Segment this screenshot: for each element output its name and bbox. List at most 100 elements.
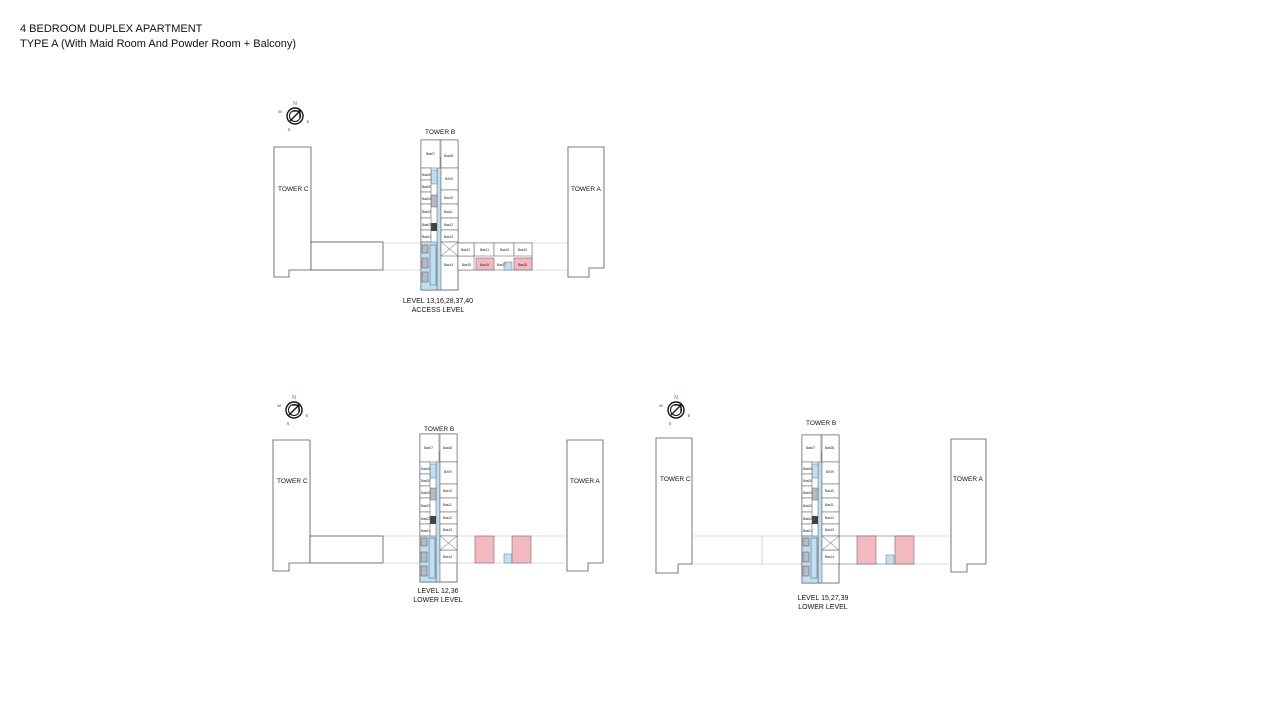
tower-c-outline <box>655 437 693 574</box>
compass-east: E <box>688 413 691 418</box>
unit-label: Bas04 <box>803 491 812 495</box>
compass-icon: N E S W <box>278 101 310 132</box>
lower-level-plan-12-36: N E S W <box>0 380 640 620</box>
unit-label: Bas07 <box>424 446 433 450</box>
unit-label: Bas21 <box>480 248 489 252</box>
core-strip <box>817 451 823 584</box>
unit-label: Bas08 <box>443 446 452 450</box>
unit-label: Bas05 <box>421 479 430 483</box>
unit-labels-right: Bas08 BX09 Bas10 Bas11 Bas12 Bas13 <box>444 154 453 239</box>
tower-c-outline <box>273 146 312 278</box>
unit-label: Bas05 <box>803 479 812 483</box>
unit-label: Bas02 <box>421 517 430 521</box>
unit-label: Bas08 <box>825 446 834 450</box>
tower-a-label: TOWER A <box>570 478 600 485</box>
unit-label: Bas17 <box>497 263 506 267</box>
dark-shaft <box>812 516 818 524</box>
access-level-plan: N E S W <box>0 0 1280 330</box>
unit-label: Bas02 <box>422 223 431 227</box>
compass-west: W <box>278 109 282 114</box>
page-header: 4 BEDROOM DUPLEX APARTMENT TYPE A (With … <box>20 22 296 52</box>
lower-level-plan-15-27-39: N E S W <box>640 380 1280 620</box>
level-caption: LEVEL 13,16,28,37,40 ACCESS LEVEL <box>388 297 488 315</box>
tower-a-outline <box>566 439 604 572</box>
unit-label: Bas04 <box>421 491 430 495</box>
compass-east: E <box>307 119 310 124</box>
tower-c-label: TOWER C <box>660 476 691 483</box>
core-strip <box>436 157 442 291</box>
unit-labels-wing: Bas22 Bas21 Bas20 Bas19 Bas14 Bas15 Bas1… <box>444 248 527 267</box>
tower-b-label: TOWER B <box>425 129 456 136</box>
core-strip <box>435 451 441 583</box>
level-type: ACCESS LEVEL <box>411 307 465 314</box>
tower-c-label: TOWER C <box>278 186 309 193</box>
unit-label: BX09 <box>444 470 452 474</box>
unit-label: Bas11 <box>825 503 834 507</box>
unit-label: Bas19 <box>518 248 527 252</box>
tower-c-label: TOWER C <box>277 478 308 485</box>
dark-shaft <box>431 223 437 231</box>
compass-north: N <box>674 395 678 401</box>
compass-icon: N E S W <box>659 395 691 426</box>
unit-label: Bas13 <box>443 528 452 532</box>
unit-label: Bas15 <box>462 263 471 267</box>
unit-labels-left: Bas07 Bas06 Bas05 Bas04 Bas03 Bas02 Bas0… <box>422 152 435 239</box>
left-corridor <box>309 535 384 564</box>
unit-label: Bas18 <box>518 263 527 267</box>
level-numbers: LEVEL 13,16,28,37,40 <box>402 298 474 305</box>
highlight-unit-right <box>511 535 532 564</box>
access-level-drawing: N E S W <box>273 101 605 291</box>
unit-label: Bas02 <box>803 517 812 521</box>
level-caption: LEVEL 12,36 LOWER LEVEL <box>388 587 488 605</box>
compass-north: N <box>292 395 296 401</box>
unit-label: Bas16 <box>480 263 489 267</box>
unit-label: Bas11 <box>443 503 452 507</box>
unit-label: Bas05 <box>422 185 431 189</box>
tower-b-label: TOWER B <box>806 420 837 427</box>
tower-a-label: TOWER A <box>953 476 983 483</box>
left-corridor <box>310 241 384 271</box>
level-numbers: LEVEL 15,27,39 <box>797 595 849 602</box>
unit-labels-right: Bas08 BX09 Bas10 Bas11 Bas12 Bas13 Bas14 <box>825 446 834 559</box>
highlight-unit-bas18 <box>513 257 533 271</box>
unit-labels-left: Bas07 Bas06 Bas05 Bas04 Bas03 Bas02 Bas0… <box>421 446 433 533</box>
unit-label: Bas12 <box>825 516 834 520</box>
unit-label: Bas06 <box>803 467 812 471</box>
unit-label: Bas20 <box>500 248 509 252</box>
level-caption: LEVEL 15,27,39 LOWER LEVEL <box>773 594 873 612</box>
unit-label: Bas04 <box>422 197 431 201</box>
unit-label: Bas14 <box>443 555 452 559</box>
level-type: LOWER LEVEL <box>413 597 463 604</box>
compass-west: W <box>659 403 663 408</box>
compass-south: S <box>287 421 290 426</box>
highlight-unit-left <box>474 535 495 564</box>
unit-label: Bas01 <box>421 529 430 533</box>
unit-label: Bas13 <box>825 528 834 532</box>
compass-east: E <box>306 413 309 418</box>
tower-a-label: TOWER A <box>571 186 601 193</box>
unit-labels-left: Bas07 Bas06 Bas05 Bas04 Bas03 Bas02 Bas0… <box>803 446 815 533</box>
unit-label: Bas10 <box>443 489 452 493</box>
unit-label: Bas11 <box>444 210 453 214</box>
unit-label: BX09 <box>445 177 453 181</box>
unit-label: Bas01 <box>422 235 431 239</box>
unit-label: Bas22 <box>461 248 470 252</box>
tower-a-outline <box>567 146 605 278</box>
unit-label: Bas10 <box>444 196 453 200</box>
unit-label: Bas06 <box>422 173 431 177</box>
unit-label: Bas07 <box>426 152 435 156</box>
unit-label: Bas14 <box>444 263 453 267</box>
lower-level-drawing-15-27-39: N E S W <box>655 395 987 584</box>
unit-labels-right: Bas08 BX09 Bas10 Bas11 Bas12 Bas13 Bas14 <box>443 446 452 559</box>
unit-label: Bas08 <box>444 154 453 158</box>
highlight-unit-right <box>894 535 915 565</box>
unit-label: Bas07 <box>806 446 815 450</box>
unit-label: BX09 <box>826 470 834 474</box>
unit-label: Bas12 <box>444 223 453 227</box>
level-type: LOWER LEVEL <box>798 604 848 611</box>
page-title: 4 BEDROOM DUPLEX APARTMENT <box>20 23 203 35</box>
lower-level-drawing-12-36: N E S W <box>272 395 604 583</box>
level-numbers: LEVEL 12,36 <box>417 588 459 595</box>
dark-shaft <box>430 516 436 524</box>
unit-label: Bas14 <box>825 555 834 559</box>
